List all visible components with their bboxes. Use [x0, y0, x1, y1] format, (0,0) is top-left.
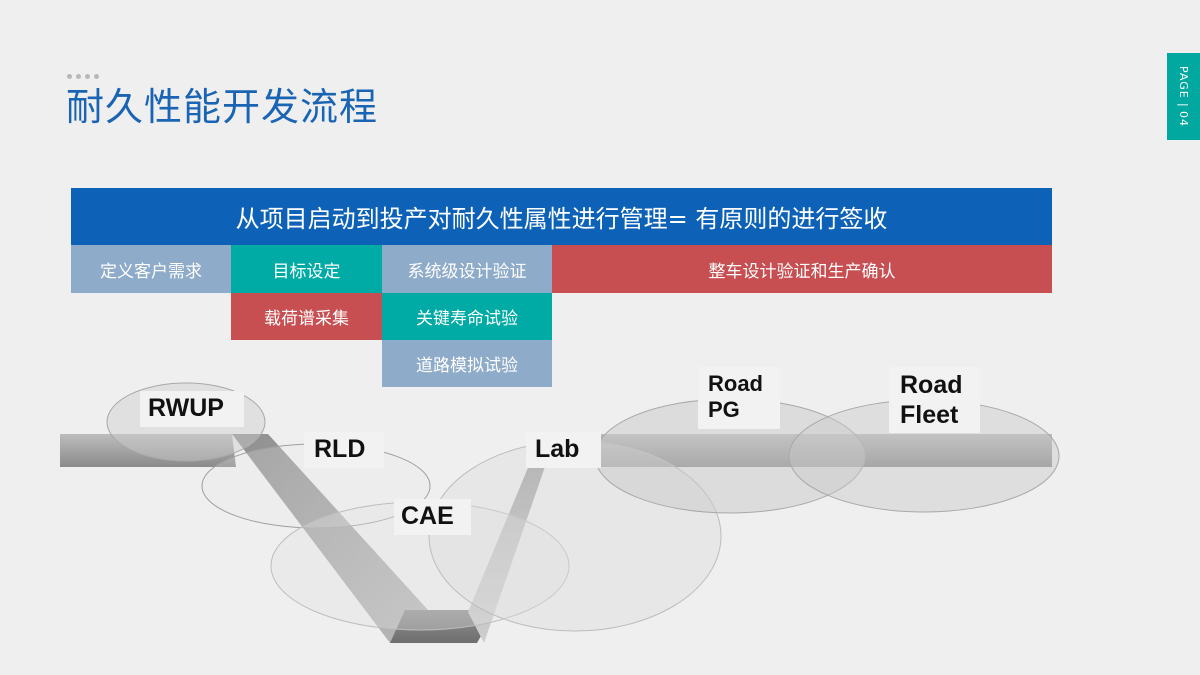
v-right-slope	[468, 458, 548, 643]
label-road-fleet-line1: Road	[900, 371, 963, 399]
stage-road-simulation: 道路模拟试验	[382, 340, 552, 387]
label-road-pg-line1: Road	[708, 371, 763, 396]
stage-key-life-test: 关键寿命试验	[382, 293, 552, 340]
stage-target-setting: 目标设定	[231, 245, 382, 293]
v-bottom	[390, 610, 490, 643]
page-label: PAGE	[1177, 65, 1190, 99]
label-road-fleet-line2: Fleet	[900, 400, 959, 429]
label-lab: Lab	[526, 432, 601, 468]
page-number: 04	[1177, 111, 1190, 128]
summary-banner: 从项目启动到投产对耐久性属性进行管理= 有原则的进行签收	[71, 188, 1052, 245]
label-rld: RLD	[304, 432, 384, 468]
label-road-pg: Road PG	[698, 367, 780, 429]
stage-load-spectrum: 载荷谱采集	[231, 293, 382, 340]
decorative-dots	[67, 64, 103, 83]
v-left-slope	[232, 434, 428, 643]
label-cae: CAE	[394, 499, 471, 535]
label-road-fleet: Road Fleet	[889, 367, 980, 433]
stage-define-customer-needs: 定义客户需求	[71, 245, 231, 293]
page-indicator: PAGE | 04	[1167, 53, 1200, 140]
v-left-top-band	[60, 434, 236, 467]
stage-system-design-verification: 系统级设计验证	[382, 245, 552, 293]
label-road-pg-line2: PG	[708, 396, 740, 422]
page-title: 耐久性能开发流程	[66, 85, 379, 129]
stage-vehicle-validation: 整车设计验证和生产确认	[552, 245, 1052, 293]
label-rwup: RWUP	[140, 391, 244, 427]
